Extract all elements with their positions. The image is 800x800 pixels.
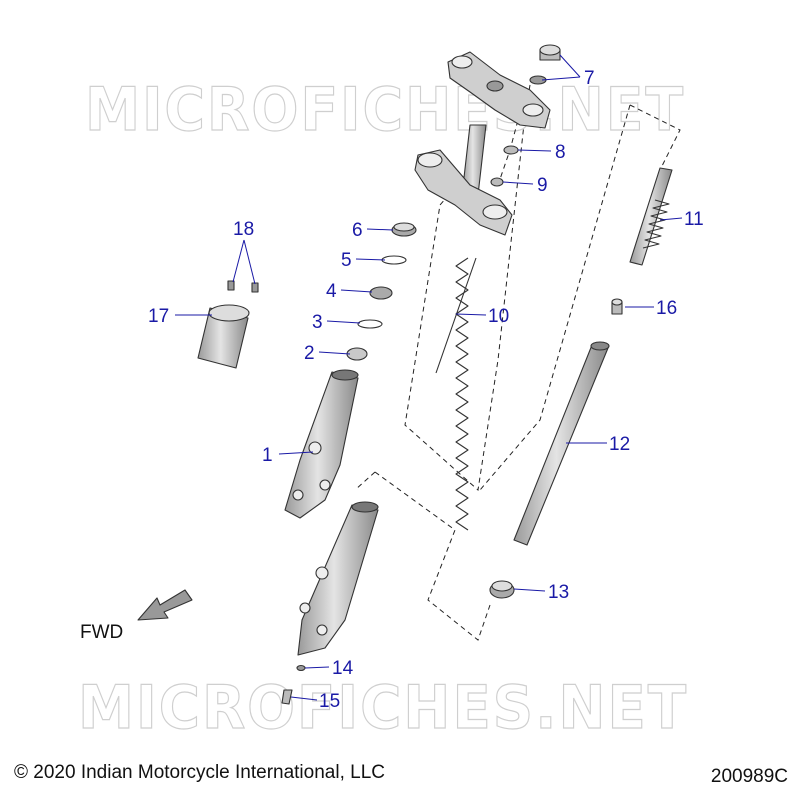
- callout-9: 9: [537, 175, 548, 196]
- callout-5: 5: [341, 250, 352, 271]
- washer-8: [503, 145, 519, 155]
- callout-15: 15: [319, 691, 340, 712]
- fork-guard-17: [197, 304, 250, 369]
- inner-tube-12: [513, 341, 610, 546]
- watermark-bottom: MICROFICHES.NET: [78, 673, 688, 743]
- screws-18: [227, 280, 259, 293]
- callout-10: 10: [488, 306, 509, 327]
- upper-triple-clamp: [447, 51, 551, 129]
- fwd-label: FWD: [80, 622, 124, 643]
- steering-stem: [414, 124, 513, 236]
- nut-9: [490, 177, 504, 187]
- dashed-line-right-tube-lower: [479, 104, 631, 491]
- callout-17: 17: [148, 306, 169, 327]
- dashed-line-lower-left: [354, 471, 376, 491]
- callout-11: 11: [684, 209, 704, 230]
- dashed-line-pin: [497, 84, 519, 186]
- callout-14: 14: [332, 658, 354, 679]
- spring-10: [435, 257, 477, 531]
- dashed-line-right-tube: [629, 104, 681, 171]
- callout-18: 18: [233, 219, 254, 240]
- dashed-line-lower: [374, 471, 491, 641]
- callout-12: 12: [609, 434, 630, 455]
- callout-2: 2: [304, 343, 315, 364]
- callout-7: 7: [584, 68, 595, 89]
- cartridge-11: [629, 167, 673, 266]
- callout-1: 1: [262, 445, 273, 466]
- leader-lines: [175, 54, 683, 701]
- bolt-15: [281, 689, 293, 705]
- fwd-arrow-icon: [137, 589, 193, 621]
- callout-8: 8: [555, 142, 566, 163]
- watermark-top: MICROFICHES.NET: [85, 75, 685, 145]
- callout-3: 3: [312, 312, 323, 333]
- bushing-13: [489, 580, 515, 599]
- callout-16: 16: [656, 298, 677, 319]
- callout-4: 4: [326, 281, 337, 302]
- fork-leg-1: [284, 369, 359, 519]
- plug-16: [611, 298, 623, 315]
- fork-leg-lower: [297, 501, 379, 656]
- screw-14: [296, 664, 306, 672]
- reference-number: 200989C: [710, 766, 788, 787]
- callout-13: 13: [548, 582, 569, 603]
- callout-6: 6: [352, 220, 363, 241]
- copyright-text: © 2020 Indian Motorcycle International, …: [14, 762, 385, 783]
